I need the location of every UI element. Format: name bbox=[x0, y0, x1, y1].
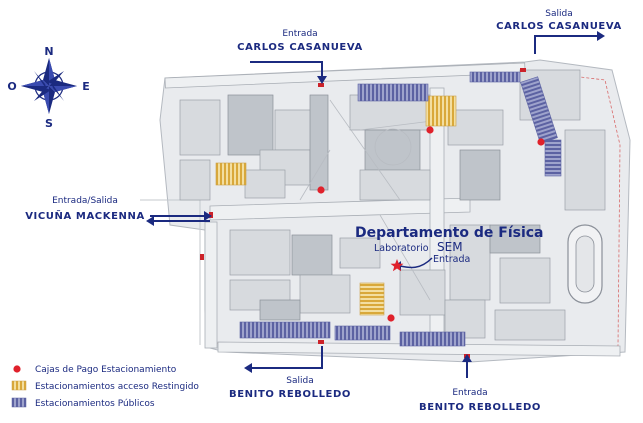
compass-south: S bbox=[45, 117, 53, 130]
left-entry-street: VICUÑA MACKENNA bbox=[25, 209, 145, 222]
bottom-entry-label: Entrada bbox=[452, 388, 487, 398]
entry-gate-marker bbox=[209, 212, 213, 218]
restricted-parking bbox=[215, 95, 457, 316]
entry-gate-marker bbox=[520, 68, 526, 72]
top-entry-label: Entrada bbox=[282, 29, 317, 39]
compass-north: N bbox=[44, 45, 53, 58]
top-entry-street: CARLOS CASANUEVA bbox=[237, 42, 363, 53]
top-exit-street: CARLOS CASANUEVA bbox=[496, 21, 622, 32]
legend-restricted-label: Estacionamientos acceso Restingido bbox=[35, 382, 199, 392]
bottom-exit-street: BENITO REBOLLEDO bbox=[229, 389, 351, 400]
legend-pay-swatch bbox=[13, 365, 21, 373]
lab-label: Laboratorio bbox=[374, 243, 429, 254]
pay-boxes bbox=[317, 126, 545, 322]
bottom-entry-street: BENITO REBOLLEDO bbox=[419, 402, 541, 413]
entry-gate-marker bbox=[200, 254, 204, 260]
department-name: Departamento de Física bbox=[355, 225, 544, 241]
roads bbox=[140, 62, 621, 357]
legend: Cajas de Pago Estacionamiento Estacionam… bbox=[11, 365, 199, 409]
pay-box-marker bbox=[426, 126, 434, 134]
legend-restricted-swatch bbox=[11, 380, 27, 391]
compass-west: O bbox=[7, 80, 16, 93]
compass-east: E bbox=[82, 80, 90, 93]
pay-box-marker bbox=[537, 138, 545, 146]
pay-box-marker bbox=[387, 314, 395, 322]
sem-lab-star bbox=[390, 259, 404, 272]
entry-gate-marker bbox=[318, 340, 324, 344]
entry-gate-marker bbox=[318, 83, 324, 87]
compass-rose: N S E O bbox=[7, 45, 89, 130]
public-parking bbox=[239, 71, 562, 347]
bottom-exit-label: Salida bbox=[286, 376, 313, 386]
department-entry-label: Entrada bbox=[433, 254, 470, 265]
buildings bbox=[179, 69, 606, 341]
left-entry-label: Entrada/Salida bbox=[52, 196, 118, 206]
legend-public-label: Estacionamientos Públicos bbox=[35, 399, 155, 409]
legend-pay-label: Cajas de Pago Estacionamiento bbox=[35, 365, 177, 375]
legend-public-swatch bbox=[11, 397, 27, 408]
top-exit-label: Salida bbox=[545, 9, 572, 19]
lab-name: SEM bbox=[437, 240, 463, 254]
pay-box-marker bbox=[317, 186, 325, 194]
entry-arrows bbox=[146, 31, 605, 378]
